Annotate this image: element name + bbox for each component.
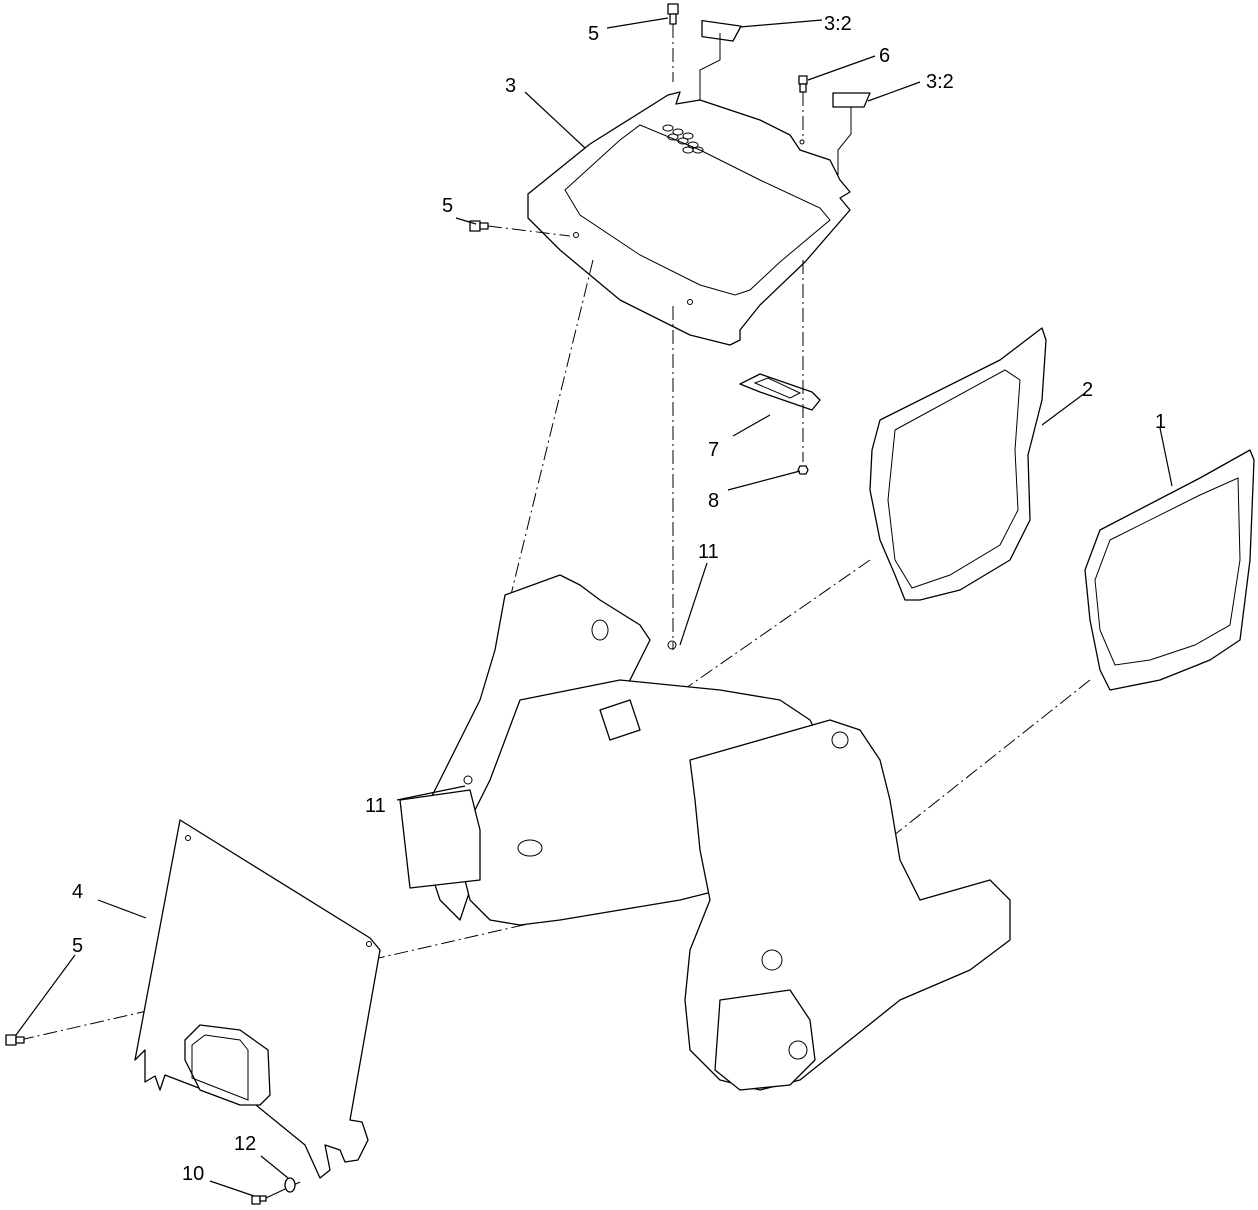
part-2-side-panel [869, 327, 1047, 601]
callout-10: 10 [182, 1163, 204, 1185]
screw-5-top [667, 3, 679, 82]
callout-8: 8 [708, 490, 719, 512]
part-4-side-shield [134, 819, 381, 1179]
callout-6: 6 [879, 45, 890, 67]
screw-10 [251, 1181, 301, 1205]
part-8-nut [797, 465, 809, 475]
frame-assembly [399, 574, 1011, 1091]
callout-2: 2 [1082, 379, 1093, 401]
vent-holes [662, 124, 704, 154]
callout-12: 12 [234, 1133, 256, 1155]
decal-3-2-a [699, 20, 742, 100]
callout-3: 3 [505, 75, 516, 97]
callout-3-2b: 3:2 [926, 71, 954, 93]
washer-12 [284, 1177, 296, 1193]
callout-5c: 5 [72, 935, 83, 957]
decal-3-2-b [832, 92, 871, 175]
callout-5a: 5 [588, 23, 599, 45]
screw-5-bottom [5, 1034, 25, 1046]
leader-lines [15, 17, 1173, 1197]
callout-4: 4 [72, 881, 83, 903]
callout-5b: 5 [442, 195, 453, 217]
part-1-side-panel [1084, 449, 1255, 691]
screw-6 [798, 75, 808, 140]
screw-5-left [469, 220, 571, 237]
part-7-plate [739, 373, 821, 411]
callout-1: 1 [1155, 411, 1166, 433]
callout-11a: 11 [698, 541, 719, 563]
callout-labels: 1 2 3 3:2 3:2 4 5 5 5 6 7 8 10 11 11 12 [72, 13, 1166, 1185]
callout-7: 7 [708, 439, 719, 461]
part-3-top-panel [527, 91, 851, 346]
callout-11b: 11 [365, 795, 386, 817]
callout-3-2a: 3:2 [824, 13, 852, 35]
